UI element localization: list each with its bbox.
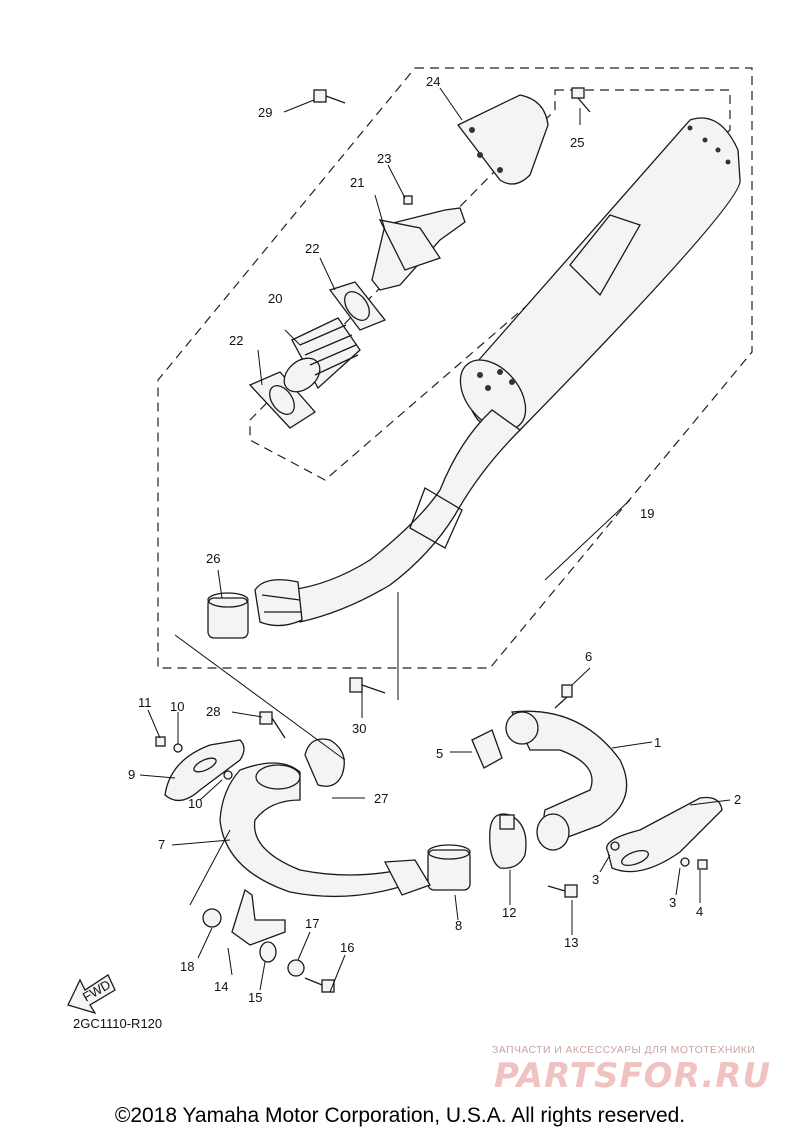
bolt-25 (571, 87, 591, 113)
callout-6: 6 (585, 649, 592, 664)
callout-13: 13 (564, 935, 578, 950)
bolt-16 (304, 977, 335, 993)
callout-7: 7 (158, 837, 165, 852)
collar-10a (173, 743, 183, 753)
callout-22b: 22 (229, 333, 243, 348)
screw-23 (403, 195, 413, 205)
callout-2: 2 (734, 792, 741, 807)
diagram-code: 2GC1110-R120 (73, 1016, 163, 1031)
exhaust-pipe-1 (505, 710, 628, 851)
gasket-upper (328, 281, 387, 331)
callout-9: 9 (128, 767, 135, 782)
callout-14: 14 (214, 979, 228, 994)
bolt-13 (547, 884, 578, 898)
callout-26: 26 (206, 551, 220, 566)
screw-4 (697, 859, 708, 870)
callout-3b: 3 (669, 895, 676, 910)
callout-20: 20 (268, 291, 282, 306)
callout-16: 16 (340, 940, 354, 955)
callout-22a: 22 (305, 241, 319, 256)
pipe-gasket-26 (207, 592, 249, 639)
callout-11: 11 (138, 695, 152, 710)
callout-17: 17 (305, 916, 319, 931)
bolt-29 (313, 89, 346, 104)
leader-lines (139, 87, 731, 993)
callout-23: 23 (377, 151, 391, 166)
callout-4: 4 (696, 904, 703, 919)
gasket-lower (248, 371, 316, 429)
end-cap (457, 94, 549, 185)
callout-19: 19 (640, 506, 654, 521)
collar-10b (223, 770, 233, 780)
clamp-27 (304, 738, 345, 787)
callout-24: 24 (426, 74, 440, 89)
bolt-28 (259, 711, 286, 739)
callout-15: 15 (248, 990, 262, 1005)
packing-tube (371, 207, 466, 291)
callout-28: 28 (206, 704, 220, 719)
callouts: 1 2 3 3 4 5 6 7 8 9 10 10 11 12 13 14 15… (128, 74, 741, 1005)
callout-30: 30 (352, 721, 366, 736)
muffler-body (254, 117, 741, 627)
collar-3a (610, 841, 620, 851)
washer-17 (287, 959, 305, 977)
watermark-logo: PARTSFOR.RU (494, 1056, 772, 1096)
exhaust-pipe-7 (219, 762, 431, 898)
bolt-6 (554, 684, 573, 709)
callout-12: 12 (502, 905, 516, 920)
callout-1: 1 (654, 735, 661, 750)
callout-27: 27 (374, 791, 388, 806)
bracket-14 (231, 888, 286, 946)
callout-21: 21 (350, 175, 364, 190)
collar-3b (680, 857, 690, 867)
callout-10a: 10 (170, 699, 184, 714)
watermark-subtitle: ЗАПЧАСТИ И АКСЕССУАРЫ ДЛЯ МОТОТЕХНИКИ (492, 1044, 756, 1056)
gasket-5 (471, 729, 503, 769)
clamp-12 (489, 813, 527, 869)
muffler-assembly-boundary (157, 67, 753, 669)
callout-29: 29 (258, 105, 272, 120)
screw-11 (155, 736, 166, 747)
gasket-8 (427, 844, 471, 891)
fwd-arrow-icon (67, 974, 116, 1015)
bolt-30 (349, 677, 386, 694)
silencer-core (283, 317, 361, 393)
callout-25: 25 (570, 135, 584, 150)
callout-8: 8 (455, 918, 462, 933)
copyright-notice: ©2018 Yamaha Motor Corporation, U.S.A. A… (114, 1104, 686, 1127)
bush-18 (202, 908, 222, 928)
damper-15 (259, 941, 277, 963)
callout-10b: 10 (188, 796, 202, 811)
callout-5: 5 (436, 746, 443, 761)
callout-18: 18 (180, 959, 194, 974)
callout-3a: 3 (592, 872, 599, 887)
